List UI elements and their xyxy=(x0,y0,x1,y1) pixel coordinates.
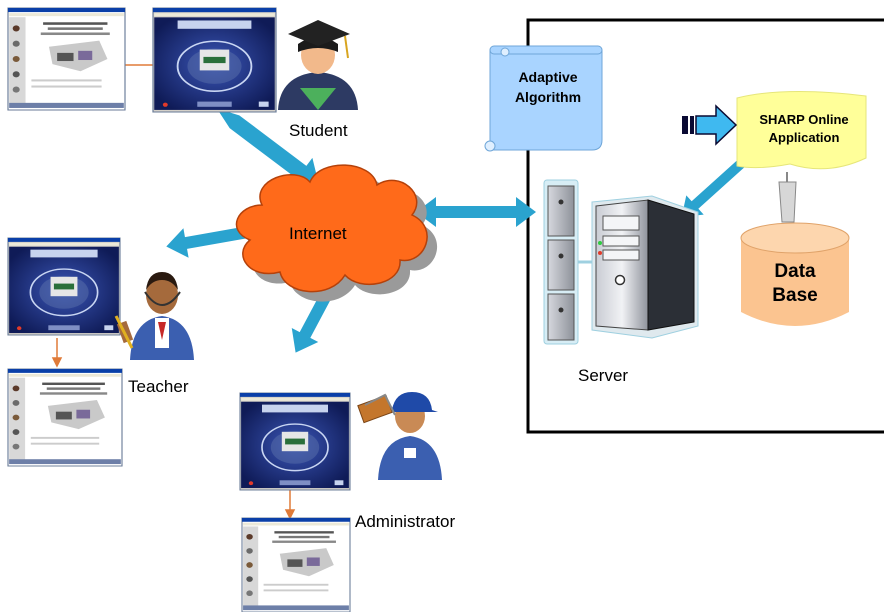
arrow-student-internet xyxy=(216,108,320,187)
sharp-line1: SHARP Online xyxy=(759,112,849,127)
adaptive-line2: Algorithm xyxy=(514,89,582,105)
server-label: Server xyxy=(578,366,629,385)
server-tower-icon xyxy=(591,195,699,339)
scroll-icon xyxy=(484,45,603,152)
database-icon xyxy=(740,181,850,326)
admin-doc-screen xyxy=(241,517,351,612)
sharp-line2: Application xyxy=(768,130,840,145)
db-line1: Data xyxy=(774,261,816,282)
teacher-doc-screen xyxy=(7,368,123,467)
db-line2: Base xyxy=(772,285,818,306)
adaptive-algorithm-label: Adaptive Algorithm xyxy=(500,67,596,107)
administrator-label: Administrator xyxy=(355,512,456,531)
teacher-icon xyxy=(114,272,194,360)
teacher-app-screen xyxy=(7,237,121,336)
student-app-screen xyxy=(152,7,277,113)
internet-label: Internet xyxy=(289,224,347,243)
teacher-label: Teacher xyxy=(128,377,189,396)
adaptive-line1: Adaptive xyxy=(518,69,578,85)
administrator-icon xyxy=(357,392,442,480)
student-doc-screen xyxy=(7,7,126,111)
banner-icon xyxy=(736,90,867,170)
database-label: Data Base xyxy=(741,260,849,308)
block-arrow-icon xyxy=(682,104,738,146)
server-room-border xyxy=(526,18,884,434)
sharp-app-label: SHARP Online Application xyxy=(742,111,866,147)
arrow-internet-server xyxy=(416,197,536,227)
graduate-icon xyxy=(278,20,358,110)
admin-app-screen xyxy=(239,392,351,491)
server-rack-icon xyxy=(543,179,592,345)
student-label: Student xyxy=(289,121,348,140)
